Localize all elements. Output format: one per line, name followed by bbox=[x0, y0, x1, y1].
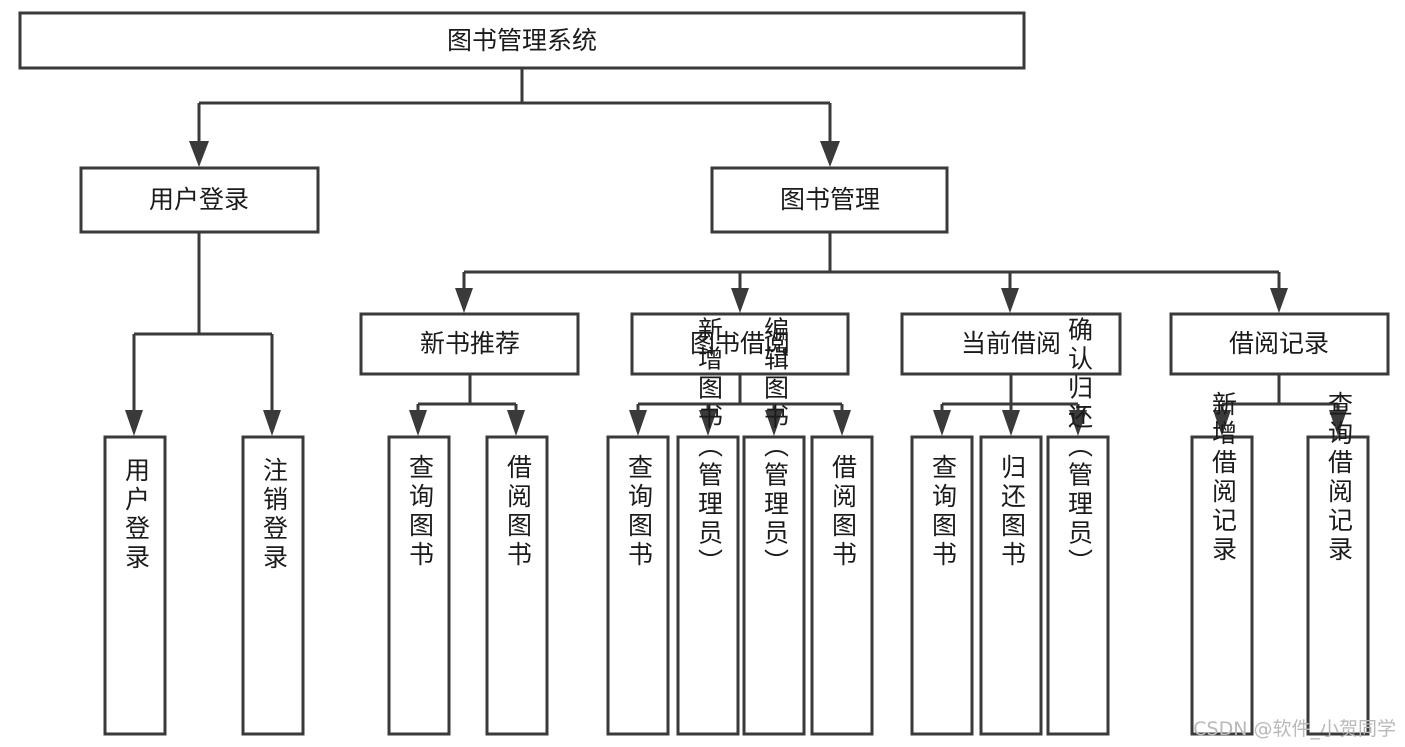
leaf-current-borrow-2-label: 归还图书 bbox=[998, 454, 1027, 570]
leaf-borrow-record-1-label: 新增借阅记录 bbox=[1209, 391, 1238, 565]
leaf-current-borrow-3-box[interactable] bbox=[1046, 435, 1110, 736]
leaf-book-borrow-2[interactable]: 新增图书（管理员） bbox=[676, 317, 740, 736]
arrow-user-login-leaf-2 bbox=[263, 410, 281, 436]
leaf-book-borrow-3[interactable]: 编辑图书（管理员） bbox=[742, 317, 806, 736]
leaf-current-borrow-3-label: 确认归还（管理员） bbox=[1065, 317, 1094, 578]
node-book-borrow-box[interactable] bbox=[630, 312, 850, 376]
node-borrow-record-box[interactable] bbox=[1169, 312, 1390, 376]
leaf-current-borrow-2[interactable]: 归还图书 bbox=[979, 435, 1043, 736]
leaf-borrow-record-2-box[interactable] bbox=[1306, 435, 1370, 736]
arrow-new-book-leaf-1 bbox=[409, 410, 427, 436]
leaf-new-book-1-label: 查询图书 bbox=[406, 454, 435, 570]
arrow-book-borrow-leaf-1 bbox=[629, 410, 647, 436]
leaf-book-borrow-4-box[interactable] bbox=[810, 435, 874, 736]
leaf-user-login-1[interactable]: 用户登录 bbox=[103, 435, 167, 736]
leaf-new-book-2-box[interactable] bbox=[485, 435, 549, 736]
arrow-book-borrow-leaf-4 bbox=[833, 410, 851, 436]
node-user-login-label: 用户登录 bbox=[149, 185, 249, 214]
node-book-manage-label: 图书管理 bbox=[780, 185, 880, 214]
node-user-login[interactable]: 用户登录 bbox=[79, 166, 320, 234]
node-borrow-record[interactable]: 借阅记录 bbox=[1169, 312, 1390, 376]
arrow-current-borrow-leaf-2 bbox=[1002, 410, 1020, 436]
leaf-user-login-1-label: 用户登录 bbox=[122, 457, 151, 573]
leaf-borrow-record-1-box[interactable] bbox=[1190, 435, 1254, 736]
leaf-borrow-record-2[interactable]: 查询借阅记录 bbox=[1306, 391, 1370, 736]
arrow-root-to-user-login bbox=[189, 141, 209, 167]
arrow-book-borrow-leaf-2 bbox=[699, 410, 717, 436]
arrow-user-login-leaf-1 bbox=[125, 410, 143, 436]
leaf-user-login-2-label: 注销登录 bbox=[260, 457, 289, 573]
node-book-borrow[interactable]: 图书借阅 bbox=[630, 312, 850, 376]
leaf-book-borrow-2-box[interactable] bbox=[676, 435, 740, 736]
leaf-user-login-2-box[interactable] bbox=[241, 435, 305, 736]
node-current-borrow[interactable]: 当前借阅 bbox=[900, 312, 1122, 376]
arrow-book-borrow-leaf-3 bbox=[765, 410, 783, 436]
node-book-borrow-label: 图书借阅 bbox=[690, 329, 790, 358]
arrow-current-borrow-leaf-1 bbox=[933, 410, 951, 436]
leaf-book-borrow-3-box[interactable] bbox=[742, 435, 806, 736]
arrow-borrow-record-leaf-2 bbox=[1329, 410, 1347, 436]
node-book-manage-box[interactable] bbox=[710, 166, 949, 234]
leaf-current-borrow-3[interactable]: 确认归还（管理员） bbox=[1046, 317, 1110, 736]
node-current-borrow-label: 当前借阅 bbox=[961, 329, 1061, 358]
leaf-book-borrow-3-label: 编辑图书（管理员） bbox=[761, 317, 790, 578]
leaf-current-borrow-2-box[interactable] bbox=[979, 435, 1043, 736]
leaf-current-borrow-1-box[interactable] bbox=[910, 435, 974, 736]
node-root-label: 图书管理系统 bbox=[447, 26, 597, 55]
arrow-root-to-book-manage bbox=[820, 141, 840, 167]
node-new-book-recommend-label: 新书推荐 bbox=[420, 329, 520, 358]
leaf-current-borrow-1-label: 查询图书 bbox=[929, 454, 958, 570]
leaf-borrow-record-1[interactable]: 新增借阅记录 bbox=[1190, 391, 1254, 736]
leaf-borrow-record-2-label: 查询借阅记录 bbox=[1325, 391, 1354, 565]
leaf-book-borrow-1-box[interactable] bbox=[606, 435, 670, 736]
node-new-book-recommend[interactable]: 新书推荐 bbox=[359, 312, 580, 376]
arrow-new-book-leaf-2 bbox=[507, 410, 525, 436]
leaf-new-book-1[interactable]: 查询图书 bbox=[387, 435, 451, 736]
node-book-manage[interactable]: 图书管理 bbox=[710, 166, 949, 234]
arrow-to-new-book-recommend bbox=[455, 288, 473, 313]
connector-layer bbox=[125, 68, 1347, 436]
node-root-box[interactable] bbox=[18, 11, 1026, 70]
node-borrow-record-label: 借阅记录 bbox=[1229, 329, 1329, 358]
leaf-new-book-2[interactable]: 借阅图书 bbox=[485, 435, 549, 736]
leaf-new-book-2-label: 借阅图书 bbox=[504, 454, 533, 570]
leaf-new-book-1-box[interactable] bbox=[387, 435, 451, 736]
leaf-book-borrow-1[interactable]: 查询图书 bbox=[606, 435, 670, 736]
leaf-user-login-1-box[interactable] bbox=[103, 435, 167, 736]
leaf-current-borrow-1[interactable]: 查询图书 bbox=[910, 435, 974, 736]
node-root-system[interactable]: 图书管理系统 bbox=[18, 11, 1026, 70]
csdn-watermark: CSDN @软件_小贺同学 bbox=[1193, 718, 1396, 740]
node-user-login-box[interactable] bbox=[79, 166, 320, 234]
arrow-current-borrow-leaf-3 bbox=[1069, 410, 1087, 436]
arrow-borrow-record-leaf-1 bbox=[1213, 410, 1231, 436]
arrow-to-book-borrow bbox=[731, 288, 749, 313]
node-new-book-recommend-box[interactable] bbox=[359, 312, 580, 376]
leaf-book-borrow-4-label: 借阅图书 bbox=[829, 454, 858, 570]
leaf-book-borrow-1-label: 查询图书 bbox=[625, 454, 654, 570]
leaf-book-borrow-2-label: 新增图书（管理员） bbox=[695, 317, 724, 578]
arrow-to-borrow-record bbox=[1270, 288, 1288, 313]
leaf-user-login-2[interactable]: 注销登录 bbox=[241, 435, 305, 736]
node-current-borrow-box[interactable] bbox=[900, 312, 1122, 376]
leaf-book-borrow-4[interactable]: 借阅图书 bbox=[810, 435, 874, 736]
arrow-to-current-borrow bbox=[1001, 288, 1019, 313]
